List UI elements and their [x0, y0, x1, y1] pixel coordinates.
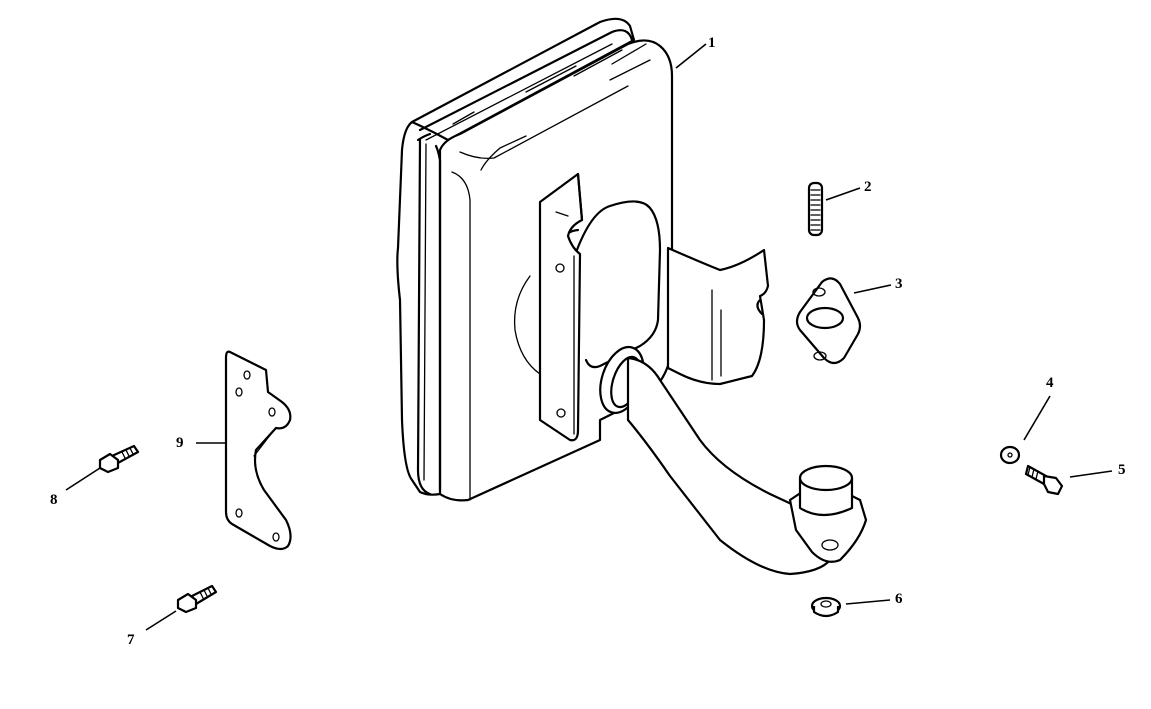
muffler-strap — [538, 172, 584, 442]
screw-part-7 — [176, 584, 218, 614]
callout-3: 3 — [895, 276, 903, 292]
callout-8: 8 — [50, 492, 58, 508]
leader-6 — [845, 599, 891, 605]
leader-8 — [65, 467, 101, 491]
leader-7 — [145, 610, 177, 631]
callout-6: 6 — [895, 591, 903, 607]
washer-part-4 — [999, 445, 1021, 465]
callout-2: 2 — [864, 179, 872, 195]
callout-1: 1 — [708, 35, 716, 51]
heat-shield-bracket — [666, 246, 770, 386]
screw-part-5 — [1024, 464, 1064, 496]
leader-5 — [1069, 470, 1113, 478]
callout-7: 7 — [127, 632, 135, 648]
callout-9: 9 — [176, 435, 184, 451]
screw-part-8 — [98, 444, 140, 474]
leader-2 — [825, 187, 861, 201]
exhaust-pipe — [599, 345, 868, 576]
gasket-part-3 — [795, 277, 862, 365]
callout-5: 5 — [1118, 462, 1126, 478]
muffler-part-1 — [396, 17, 674, 502]
callout-4: 4 — [1046, 375, 1054, 391]
bracket-part-9 — [224, 350, 292, 551]
nut-part-6 — [810, 596, 842, 618]
leader-4 — [1023, 395, 1051, 441]
stud-part-2 — [807, 181, 824, 237]
leader-1 — [675, 43, 707, 69]
leader-3 — [853, 284, 892, 294]
leader-lines — [65, 43, 1113, 631]
